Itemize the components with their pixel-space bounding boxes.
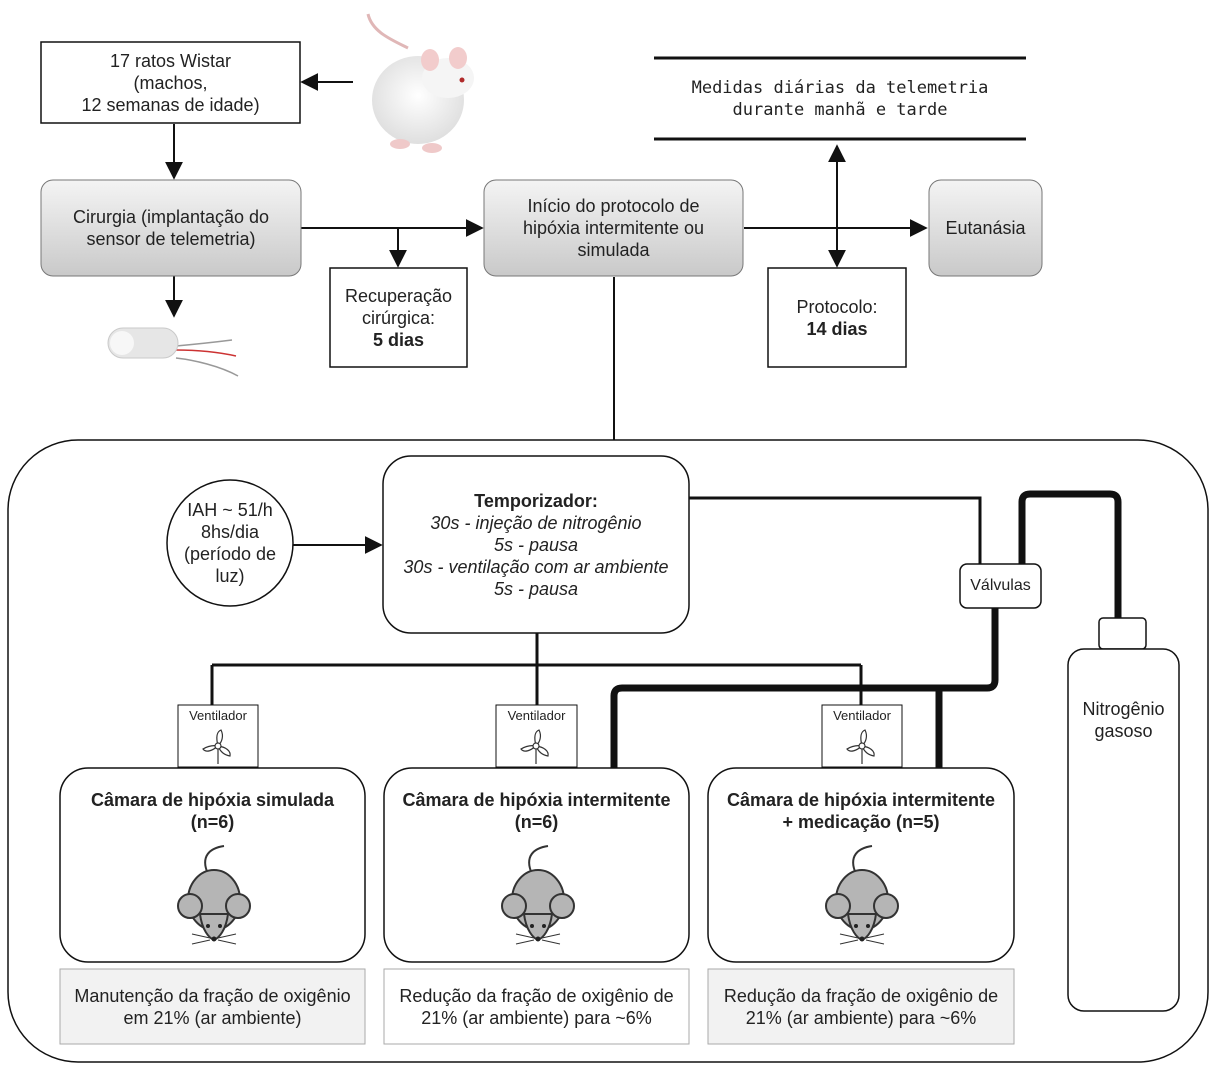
fan-icon xyxy=(202,729,231,764)
protocol-start-label: Início do protocolo de hipóxia intermite… xyxy=(484,180,743,276)
experimental-setup-enclosure xyxy=(7,439,1209,1063)
pipe-nitrogen-to-valves xyxy=(1018,490,1122,618)
telemetry-label: Medidas diárias da telemetria durante ma… xyxy=(654,61,1026,137)
rats-line: 12 semanas de idade) xyxy=(81,94,260,115)
chamber-title-line: Câmara de hipóxia intermitente xyxy=(402,790,671,810)
chamber-ih-box xyxy=(383,767,690,963)
fan-1 xyxy=(177,704,259,768)
fan-icon xyxy=(520,729,549,764)
line-timer-to-valves xyxy=(689,496,982,564)
nitrogen-label: Nitrogênio gasoso xyxy=(1068,695,1179,745)
protocol-start-line: simulada xyxy=(577,240,650,260)
pipe-valves-to-chambers xyxy=(610,608,999,770)
note-ih-med-label: Redução da fração de oxigênio de 21% (ar… xyxy=(708,969,1014,1044)
timer-title: Temporizador: xyxy=(474,490,598,511)
telemetry-line: durante manhã e tarde xyxy=(732,100,948,120)
chamber-sham-title: Câmara de hipóxia simulada (n=6) xyxy=(60,788,365,834)
fan-icon xyxy=(846,729,875,764)
telemetry-line: Medidas diárias da telemetria xyxy=(691,78,989,98)
timer-step: 30s - injeção de nitrogênio xyxy=(430,512,642,533)
fan-2 xyxy=(495,704,578,768)
recovery-line: cirúrgica: xyxy=(361,307,436,328)
protocol-start-line: hipóxia intermitente ou xyxy=(522,218,705,238)
chamber-title-line: Câmara de hipóxia intermitente xyxy=(726,790,996,810)
iah-line: IAH ~ 51/h xyxy=(187,500,273,520)
nitrogen-cylinder-cap xyxy=(1098,617,1147,650)
nitrogen-cylinder xyxy=(1067,648,1180,1012)
note-line: 21% (ar ambiente) para ~6% xyxy=(745,1007,977,1028)
nitrogen-line: gasoso xyxy=(1094,721,1153,741)
note-line: em 21% (ar ambiente) xyxy=(123,1007,302,1028)
recovery-box xyxy=(329,267,468,368)
euthanasia-box xyxy=(928,179,1043,277)
timer-step: 5s - pausa xyxy=(493,534,579,555)
rat-photo-illustration xyxy=(366,13,474,153)
rats-box xyxy=(40,41,301,124)
nitrogen-line: Nitrogênio xyxy=(1082,699,1165,719)
fan-3-label: Ventilador xyxy=(833,707,891,723)
recovery-line: Recuperação xyxy=(344,285,453,306)
protocol-label: Protocolo: 14 dias xyxy=(768,268,906,367)
note-sham-label: Manutenção da fração de oxigênio em 21% … xyxy=(60,969,365,1044)
recovery-duration: 5 dias xyxy=(372,329,425,350)
chamber-ih-med-title: Câmara de hipóxia intermitente + medicaç… xyxy=(708,788,1014,834)
valves-label: Válvulas xyxy=(970,577,1031,594)
note-line: 21% (ar ambiente) para ~6% xyxy=(421,1007,652,1028)
iah-circle xyxy=(166,479,294,607)
surgery-line: sensor de telemetria) xyxy=(86,229,256,249)
timer-step: 30s - ventilação com ar ambiente xyxy=(403,556,669,577)
recovery-label: Recuperação cirúrgica: 5 dias xyxy=(330,268,467,367)
protocol-box xyxy=(767,267,907,368)
iah-line: 8hs/dia xyxy=(200,522,260,542)
rats-label: 17 ratos Wistar (machos, 12 semanas de i… xyxy=(41,42,300,123)
note-ih-box xyxy=(383,968,690,1045)
chamber-title-line: + medicação (n=5) xyxy=(782,812,940,832)
timer-step: 5s - pausa xyxy=(493,578,579,599)
chamber-sham-box xyxy=(59,767,366,963)
chamber-title-line: Câmara de hipóxia simulada xyxy=(90,790,335,810)
note-ih-med-box xyxy=(707,968,1015,1045)
chamber-title-line: (n=6) xyxy=(514,812,559,832)
note-ih-label: Redução da fração de oxigênio de 21% (ar… xyxy=(384,969,689,1044)
note-line: Redução da fração de oxigênio de xyxy=(399,985,674,1006)
mouse-icon xyxy=(501,845,575,945)
note-line: Redução da fração de oxigênio de xyxy=(723,985,999,1006)
iah-label: IAH ~ 51/h 8hs/dia (período de luz) xyxy=(167,480,293,606)
mouse-icon xyxy=(177,845,251,945)
fan-1-label: Ventilador xyxy=(189,707,247,723)
euthanasia-label: Eutanásia xyxy=(945,218,1026,238)
timer-label: Temporizador: 30s - injeção de nitrogêni… xyxy=(383,456,689,633)
note-line: Manutenção da fração de oxigênio xyxy=(74,985,351,1006)
surgery-box xyxy=(40,179,302,277)
iah-line: luz) xyxy=(215,566,245,586)
mouse-icon xyxy=(825,845,899,945)
iah-line: (período de xyxy=(183,544,277,564)
telemetry-sensor-illustration xyxy=(107,327,239,377)
protocol-start-line: Início do protocolo de xyxy=(527,196,700,216)
fan-2-label: Ventilador xyxy=(507,707,566,723)
surgery-label: Cirurgia (implantação do sensor de telem… xyxy=(41,180,301,276)
protocol-duration: 14 dias xyxy=(806,318,868,339)
rats-line: 17 ratos Wistar xyxy=(109,50,232,71)
rats-line: (machos, xyxy=(133,72,208,93)
protocol-text: Protocolo: xyxy=(796,296,878,317)
valves-box xyxy=(959,563,1042,609)
chamber-ih-med-box xyxy=(707,767,1015,963)
chamber-title-line: (n=6) xyxy=(190,812,235,832)
note-sham-box xyxy=(59,968,366,1045)
fan-3 xyxy=(821,704,903,768)
chamber-ih-title: Câmara de hipóxia intermitente (n=6) xyxy=(384,788,689,834)
protocol-start-box xyxy=(483,179,744,277)
surgery-line: Cirurgia (implantação do xyxy=(72,207,270,227)
